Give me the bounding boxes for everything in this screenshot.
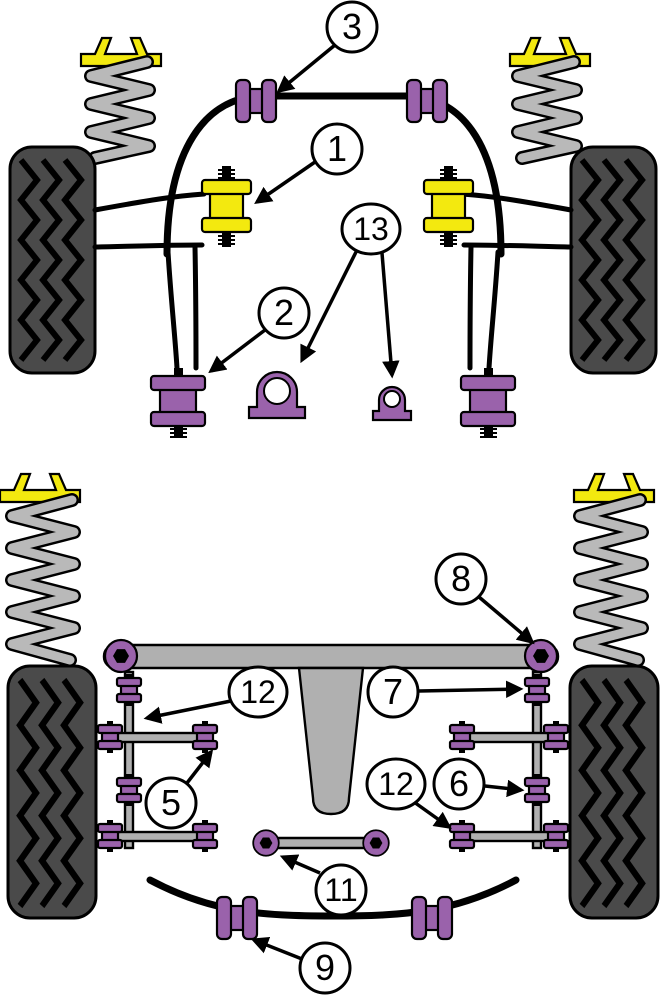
rear-right-link-bush <box>448 719 476 755</box>
callout-11: 11 <box>279 854 368 917</box>
callout-12-left-label: 12 <box>240 674 276 710</box>
callout-11-label: 11 <box>324 872 357 908</box>
rear-anti-roll-bar <box>146 876 520 920</box>
rear-left-link-bush <box>96 818 124 854</box>
rear-center-link-bush-right <box>362 829 390 857</box>
callout-12-left-arrow <box>143 699 232 724</box>
front-arb-bush-right-part3 <box>405 78 449 124</box>
rear-crossmember-bush-left <box>103 638 139 674</box>
front-suspension-diagram: 3 1 2 13 <box>8 0 658 440</box>
callout-12-right-arrow <box>412 800 452 830</box>
rear-left-link-bush <box>115 672 143 708</box>
callout-9-arrow <box>250 937 303 961</box>
rear-center-link-bush-left-part11 <box>252 829 280 857</box>
callout-8-arrow <box>477 595 535 645</box>
callout-8-label: 8 <box>451 558 471 599</box>
rear-left-links <box>96 670 219 854</box>
clamp-bracket-small-part13 <box>371 385 413 422</box>
callout-5-label: 5 <box>161 782 181 823</box>
callout-13: 13 <box>300 202 402 379</box>
rear-right-links <box>448 670 570 854</box>
rear-arb-bush-right-part9 <box>410 895 454 941</box>
rear-right-link-bush <box>542 818 570 854</box>
rear-crossmember <box>102 643 560 670</box>
callout-7-label: 7 <box>383 671 403 712</box>
callout-2: 2 <box>208 286 311 374</box>
front-right-control-arm <box>459 191 574 371</box>
callout-7: 7 <box>366 665 524 719</box>
callout-6-arrow <box>484 779 525 798</box>
callout-3: 3 <box>276 0 379 94</box>
callout-12-right: 12 <box>365 757 452 830</box>
callout-3-arrow <box>276 43 337 94</box>
callout-1: 1 <box>254 122 364 204</box>
front-left-control-arm <box>92 191 207 371</box>
rear-right-trailing-link <box>531 670 543 850</box>
front-anti-roll-bar <box>163 92 505 258</box>
clamp-bracket-large-part13 <box>247 370 307 420</box>
rear-left-spring <box>0 472 82 667</box>
rear-left-trailing-link <box>123 670 135 850</box>
callout-7-arrow <box>418 680 524 699</box>
callout-1-label: 1 <box>327 128 347 169</box>
callout-13-arrow-left <box>300 249 359 364</box>
rear-diff-support <box>297 666 365 816</box>
front-wishbone-rear-bush-right-part2 <box>459 366 517 440</box>
callout-2-label: 2 <box>274 292 294 333</box>
rear-left-link-bush-part5 <box>191 719 219 755</box>
front-wishbone-rear-bush-left-part2 <box>149 366 207 440</box>
rear-left-tire <box>6 664 98 920</box>
callout-12-left: 12 <box>143 665 289 724</box>
rear-suspension-diagram: 8 12 7 5 6 12 11 <box>0 472 660 995</box>
rear-crossmember-bush-right-part8 <box>523 638 559 674</box>
callout-5: 5 <box>144 749 214 830</box>
front-right-spring <box>508 36 592 165</box>
callout-11-arrow <box>279 854 321 875</box>
front-right-tire <box>569 145 658 375</box>
callout-3-label: 3 <box>342 6 362 47</box>
callout-2-arrow <box>208 328 267 374</box>
rear-right-link-bush-part12 <box>448 818 476 854</box>
front-arb-bush-left-part3 <box>234 78 278 124</box>
rear-right-link-bush <box>542 719 570 755</box>
front-wishbone-front-bush-right-part1 <box>422 164 475 249</box>
rear-left-link-bush <box>191 818 219 854</box>
front-left-tire <box>8 145 97 375</box>
callout-6-label: 6 <box>449 763 469 804</box>
front-left-spring <box>79 36 163 165</box>
rear-right-tire <box>568 664 660 920</box>
callout-12-right-label: 12 <box>378 766 414 802</box>
rear-right-link-bush-part6 <box>523 772 551 808</box>
callout-13-arrow-right <box>380 252 400 379</box>
rear-left-link-bush <box>96 719 124 755</box>
callout-5-arrow <box>185 749 214 785</box>
callout-8: 8 <box>434 552 535 645</box>
rear-arb-bush-left-part9 <box>215 895 259 941</box>
callout-6: 6 <box>432 757 525 811</box>
callout-9-label: 9 <box>315 947 335 988</box>
rear-left-link-bush <box>115 772 143 808</box>
rear-right-link-bush-part7 <box>523 672 551 708</box>
callout-1-arrow <box>254 160 316 204</box>
callout-9: 9 <box>250 937 352 995</box>
front-wishbone-front-bush-left-part1 <box>200 164 253 249</box>
callout-13-label: 13 <box>353 211 389 247</box>
rear-right-spring <box>572 472 656 667</box>
rear-center-link <box>252 829 390 857</box>
